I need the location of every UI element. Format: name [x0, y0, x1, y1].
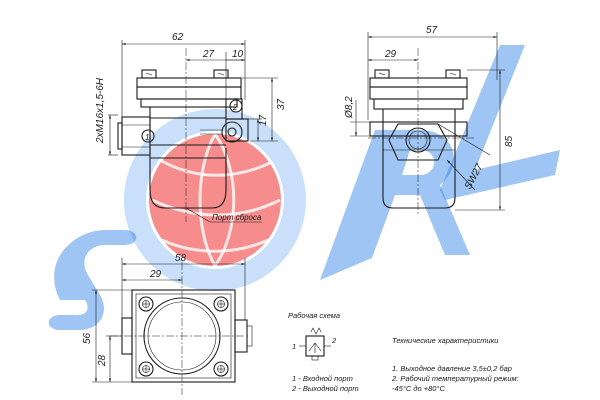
dim-top-center: 29: [149, 269, 162, 280]
specs-item-3: -45°C до +80°C: [392, 384, 445, 393]
valve-symbol-icon: [299, 327, 331, 361]
side-view: 57 29 Ø8,2 85 SW27: [344, 25, 515, 215]
dim-front-height-upper: 37: [276, 98, 287, 110]
port-marker-2: [229, 99, 243, 113]
screw-icon: [213, 361, 229, 377]
port-label-2: 2: [232, 103, 238, 112]
dim-top-height: 56: [82, 332, 93, 344]
callout-exhaust-port: Порт сброса: [212, 213, 262, 222]
watermark-letter-o: [124, 109, 306, 291]
schema-legend-1: 1 - Входной порт: [292, 374, 353, 383]
port-label-1: 1: [145, 133, 149, 142]
screw-icon: [213, 296, 229, 312]
screw-icon: [213, 69, 229, 79]
dim-front-height-port: 17: [258, 114, 269, 126]
schema-legend-2: 2 - Выходной порт: [291, 384, 359, 393]
front-view: 1 2 62 27 10 2xM16x1,5-6H 37 17 Порт сбр…: [95, 32, 287, 223]
watermark-letter-s: [48, 230, 137, 330]
dim-side-width: 57: [426, 25, 438, 36]
schema-title: Рабочая схема: [288, 311, 340, 320]
watermark-letter-r: [320, 130, 470, 280]
screw-icon: [374, 69, 390, 79]
screw-icon: [141, 69, 157, 79]
dim-side-center: 29: [384, 49, 397, 60]
schema-port-1: 1: [292, 342, 296, 351]
screw-icon: [138, 296, 154, 312]
port-marker-1: [141, 129, 155, 143]
screw-icon: [138, 361, 154, 377]
schema-port-2: 2: [331, 336, 337, 345]
dim-front-thread: 2xM16x1,5-6H: [95, 77, 106, 144]
dim-side-bore: Ø8,2: [344, 96, 355, 119]
dim-front-port-offset: 27: [202, 49, 215, 60]
specs-item-1: 1. Выходное давление 3,5±0,2 бар: [392, 364, 512, 373]
tech-specs: Технические характеристики 1. Выходное д…: [391, 336, 519, 393]
watermark-letter-l: [440, 45, 560, 200]
specs-title: Технические характеристики: [392, 336, 499, 345]
globe-icon: [149, 133, 281, 267]
dim-side-height: 85: [504, 135, 515, 147]
screw-icon: [445, 69, 461, 79]
dim-top-bottom: 28: [97, 354, 108, 367]
dim-front-port-width: 10: [232, 49, 244, 60]
dim-front-width: 62: [172, 32, 184, 43]
watermark: [48, 45, 560, 330]
working-schema: Рабочая схема 1 2 1 - Входной порт 2 - В…: [288, 311, 359, 393]
dim-top-width: 58: [175, 253, 187, 264]
specs-item-2: 2. Рабочий температурный режим:: [391, 374, 519, 383]
top-view: 58 29 56 28: [82, 253, 253, 395]
